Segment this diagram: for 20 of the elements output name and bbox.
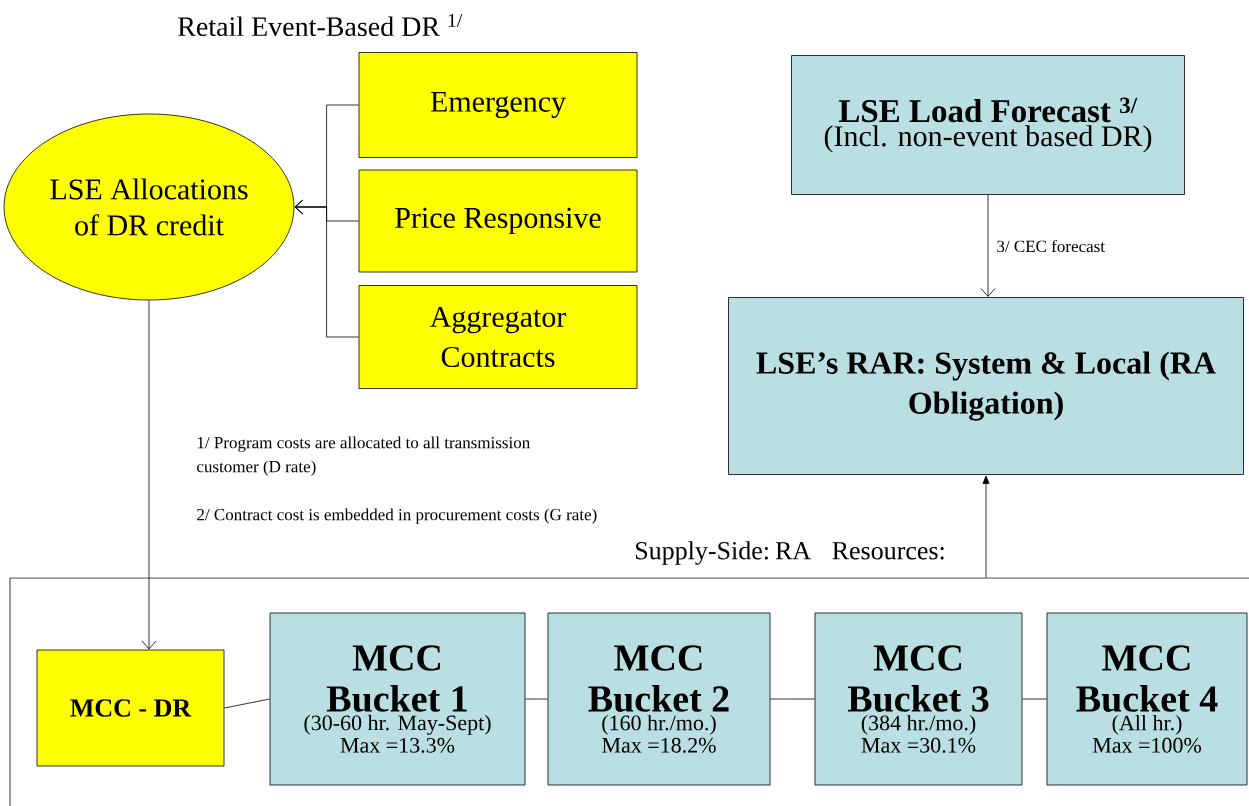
arrow xyxy=(141,300,157,650)
heading: Retail Event-Based DR $^{1/}$ xyxy=(178,13,463,37)
process-box: LSE’s RAR: System & Local (RA Obligation) xyxy=(728,297,1244,475)
process-box: MCC Bucket 3 (384 hr./mo.) Max =30.1% xyxy=(814,612,1023,786)
arrow xyxy=(982,475,990,578)
process-box: LSE Load Forecast $^{3/}$ (Incl. non-event based DR) xyxy=(791,55,1185,195)
process-box: Price Responsive xyxy=(358,169,638,273)
process-box: Emergency xyxy=(358,52,638,158)
edge-label: 3/ CEC forecast xyxy=(995,238,1106,254)
process-box: MCC Bucket 4 (All hr.) Max =100% xyxy=(1046,612,1248,786)
oval-node: LSE Allocations of DR credit xyxy=(3,113,295,301)
footnote: 2/ Contract cost is embedded in procurement costs (G rate) xyxy=(197,508,597,524)
process-box: Aggregator Contracts xyxy=(358,285,638,389)
arrow xyxy=(980,194,996,297)
process-box: MCC Bucket 1 (30-60 hr. May-Sept) Max =13.3% xyxy=(269,612,526,786)
process-box: MCC - DR xyxy=(36,649,225,767)
process-box: MCC Bucket 2 (160 hr./mo.) Max =18.2% xyxy=(547,612,771,786)
footnote: 1/ Program costs are allocated to all transmission customer (D rate) xyxy=(197,436,530,476)
arrow xyxy=(294,199,359,338)
group-heading: Supply-Side: RA Resources: xyxy=(635,541,944,565)
